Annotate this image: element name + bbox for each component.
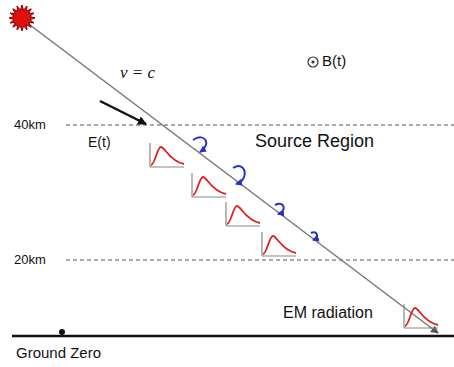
current-curl: [193, 137, 206, 152]
ground-line: [12, 335, 454, 338]
field-symbol: [308, 57, 318, 67]
altitude-label: 40km: [14, 118, 46, 132]
ground-zero-dot: [59, 329, 65, 335]
pulse-plot: [226, 202, 260, 226]
region-label: Source Region: [255, 132, 374, 152]
velocity-label: v = c: [120, 64, 155, 83]
field-label: E(t): [88, 135, 111, 150]
velocity-arrow: [100, 101, 146, 124]
field-label: B(t): [322, 53, 346, 70]
altitude-line: [66, 125, 454, 126]
pulse-plot: [404, 304, 438, 328]
altitude-label: 20km: [14, 253, 46, 267]
current-curl: [275, 204, 284, 214]
pulse-plot: [150, 143, 184, 167]
trajectory-line: [26, 22, 438, 333]
pulse-plot: [192, 173, 226, 197]
burst-symbol: [9, 5, 35, 31]
location-label: Ground Zero: [16, 345, 101, 362]
current-curl: [311, 232, 317, 240]
current-curl: [233, 166, 245, 184]
altitude-line: [66, 260, 454, 261]
pulse-plot: [262, 232, 296, 256]
radiation-label: EM radiation: [283, 304, 373, 322]
